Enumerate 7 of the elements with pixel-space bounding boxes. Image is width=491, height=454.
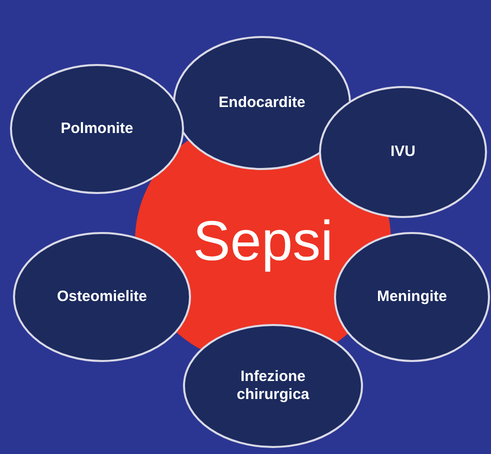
node-label: Infezione chirurgica bbox=[236, 368, 310, 404]
center-label: Sepsi bbox=[192, 208, 334, 274]
node-label: Polmonite bbox=[60, 120, 134, 138]
node-label: Meningite bbox=[376, 288, 448, 306]
node-label: Osteomielite bbox=[56, 288, 148, 306]
node-label: Endocardite bbox=[218, 94, 306, 112]
node-label: IVU bbox=[389, 143, 416, 161]
